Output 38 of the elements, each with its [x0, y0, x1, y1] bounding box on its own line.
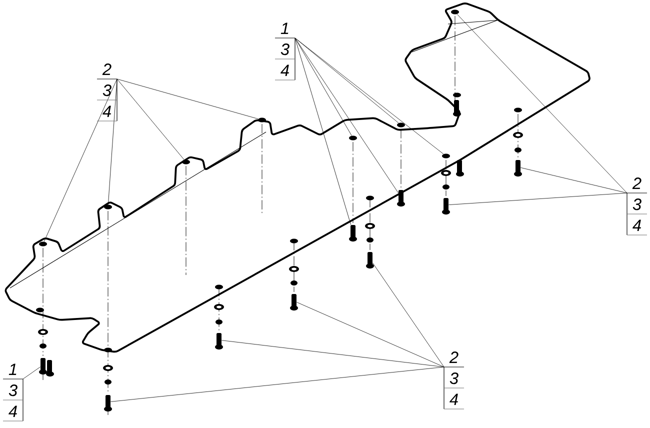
bolt — [366, 252, 374, 268]
leader-line — [294, 38, 399, 124]
mounting-hole — [258, 118, 266, 122]
bolt — [290, 294, 298, 310]
mounting-hole — [451, 10, 459, 14]
leader-line — [294, 38, 352, 225]
leader-line — [116, 78, 184, 160]
mounting-hole — [349, 136, 357, 140]
bolt — [215, 333, 223, 350]
leader-line — [294, 38, 444, 154]
leader-line — [296, 302, 444, 368]
mounting-hole — [182, 160, 190, 164]
mounting-hole — [442, 154, 450, 158]
leader-line — [22, 366, 40, 380]
bolt — [514, 160, 522, 176]
mounting-hole — [397, 122, 405, 128]
leader-line — [294, 38, 352, 136]
callout-number-stack: 1 3 4 — [2, 364, 24, 422]
bolt — [104, 395, 112, 412]
callout-number-stack: 2 3 4 — [444, 352, 464, 410]
leader-line — [372, 262, 444, 368]
callout-number-stack: 2 3 4 — [626, 178, 648, 236]
mounting-hole — [104, 204, 112, 210]
leader-line — [294, 38, 398, 194]
bolt — [442, 198, 450, 214]
leader-line — [456, 14, 628, 194]
leader-line — [520, 167, 628, 194]
mounting-hole — [39, 242, 47, 246]
leader-line — [448, 192, 628, 206]
leader-line — [116, 78, 258, 120]
bolt — [39, 358, 47, 374]
leader-line — [222, 340, 444, 368]
leader-line — [110, 366, 444, 402]
leader-line — [44, 78, 118, 242]
callout-number-stack: 1 3 4 — [274, 22, 296, 80]
bolt — [397, 190, 405, 206]
callout-number-stack: 2 3 4 — [96, 64, 118, 122]
bolt — [349, 225, 357, 242]
